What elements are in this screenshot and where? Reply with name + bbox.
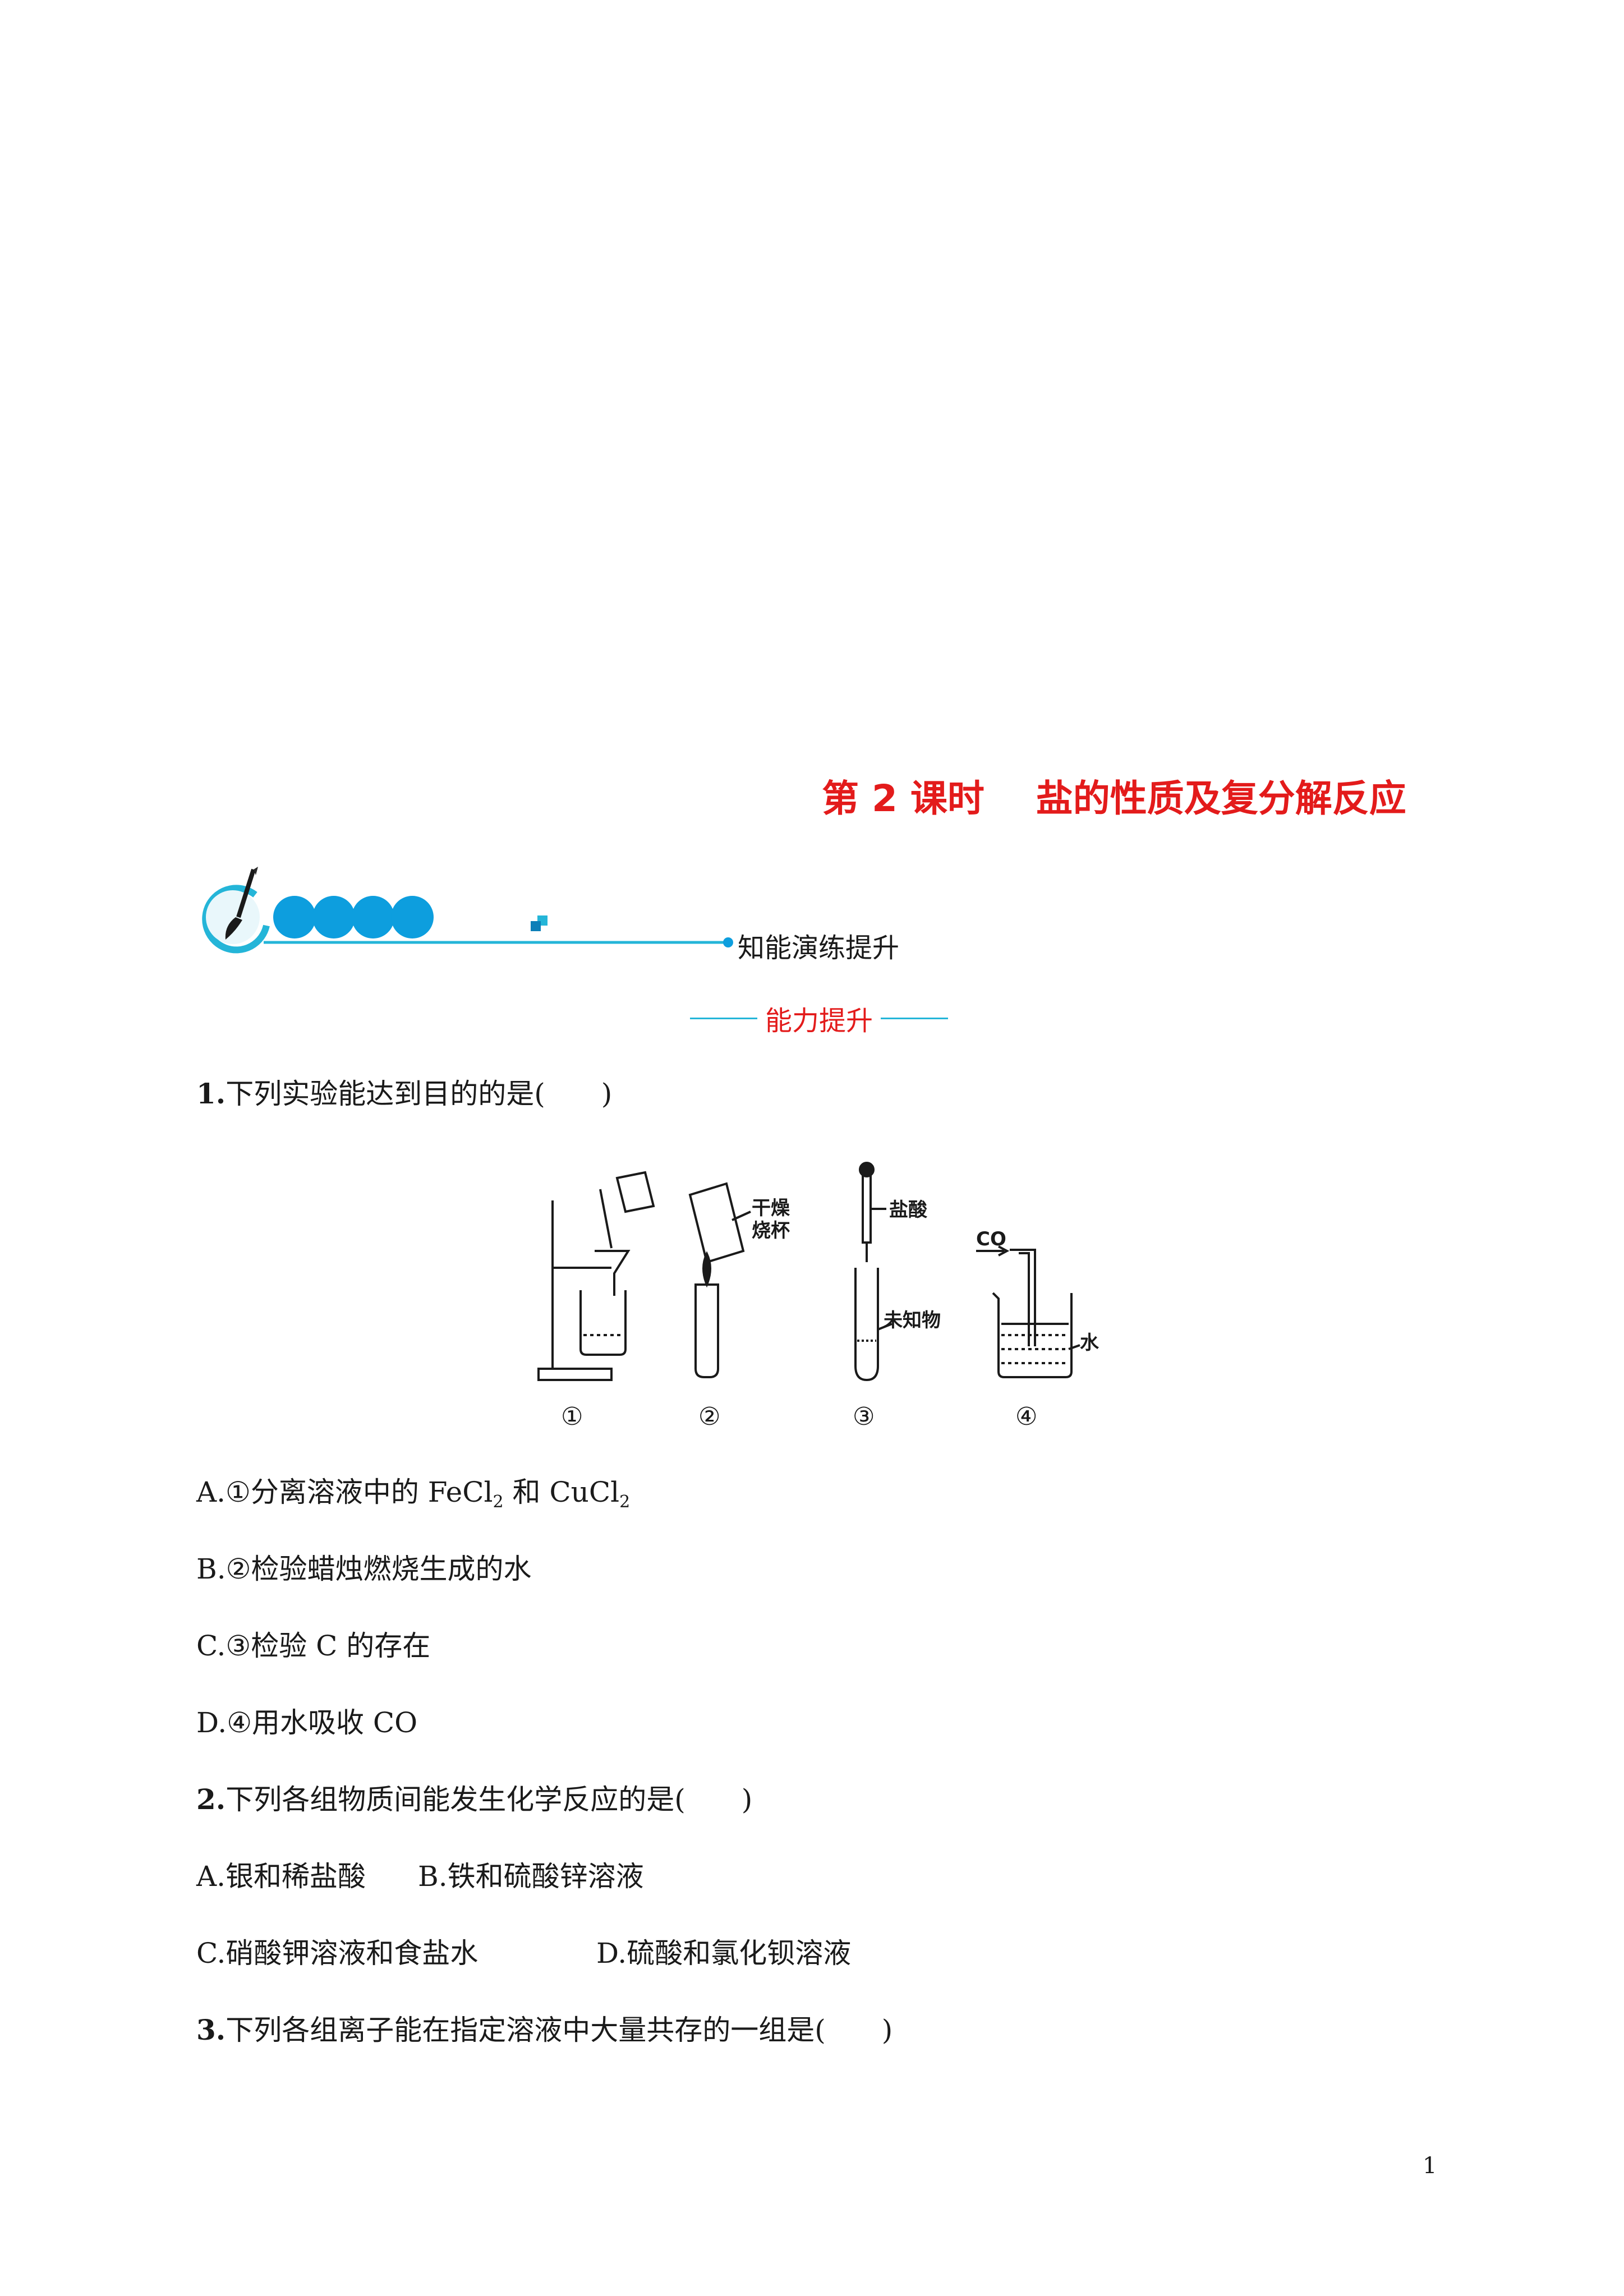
question-1: 1.下列实验能达到目的的是( ) (196, 1071, 612, 1112)
divider (690, 1017, 757, 1019)
brush-icon (202, 867, 270, 954)
label-beaker: 烧杯 (752, 1220, 790, 1242)
q1-option-c: C.③检验 C 的存在 (196, 1630, 431, 1662)
question-number: 3. (196, 2013, 226, 2046)
apparatus-figure: 干燥 烧杯 盐酸 未知物 CO 水 ① ② ③ ④ (537, 1162, 1099, 1431)
page-number: 1 (1423, 2153, 1437, 2179)
question-3: 3.下列各组离子能在指定溶液中大量共存的一组是( ) (196, 2008, 892, 2048)
decor-dots (273, 896, 434, 938)
q2-option-b: B.铁和硫酸锌溶液 (418, 1860, 644, 1893)
label-dry: 干燥 (752, 1197, 790, 1220)
q1-option-a: A.①分离溶液中的 FeCl2 和 CuCl2 (196, 1476, 631, 1512)
section-banner (202, 867, 733, 954)
filtration-apparatus (537, 1171, 655, 1381)
q1-option-d: D.④用水吸收 CO (196, 1706, 418, 1739)
q2-option-d: D.硫酸和氯化钡溶液 (596, 1937, 852, 1970)
question-number: 2. (196, 1783, 226, 1816)
label-unknown: 未知物 (884, 1309, 941, 1332)
caption-1: ① (561, 1402, 583, 1431)
label-acid: 盐酸 (889, 1199, 928, 1221)
section-heading: 能力提升 (690, 999, 949, 1038)
divider (881, 1017, 949, 1019)
q2-option-a: A.银和稀盐酸 (196, 1860, 366, 1893)
banner-label: 知能演练提升 (738, 932, 900, 964)
label-co: CO (976, 1228, 1006, 1250)
section-label: 能力提升 (765, 1005, 873, 1037)
caption-3: ③ (853, 1402, 875, 1431)
question-2: 2.下列各组物质间能发生化学反应的是( ) (196, 1777, 752, 1818)
caption-4: ④ (1015, 1402, 1037, 1431)
question-stem: 下列各组物质间能发生化学反应的是( ) (226, 1783, 753, 1816)
test-tube-apparatus (854, 1162, 892, 1382)
candle-apparatus (688, 1182, 751, 1378)
question-stem: 下列实验能达到目的的是( ) (226, 1078, 613, 1110)
label-water: 水 (1080, 1332, 1099, 1354)
q1-option-b: B.②检验蜡烛燃烧生成的水 (196, 1553, 532, 1585)
lesson-title: 第 2 课时 盐的性质及复分解反应 (822, 777, 1406, 820)
caption-2: ② (698, 1402, 720, 1431)
beaker-apparatus: CO (976, 1228, 1080, 1378)
question-stem: 下列各组离子能在指定溶液中大量共存的一组是( ) (226, 2014, 893, 2046)
q2-option-c: C.硝酸钾溶液和食盐水 (196, 1937, 479, 1970)
question-number: 1. (196, 1077, 226, 1110)
